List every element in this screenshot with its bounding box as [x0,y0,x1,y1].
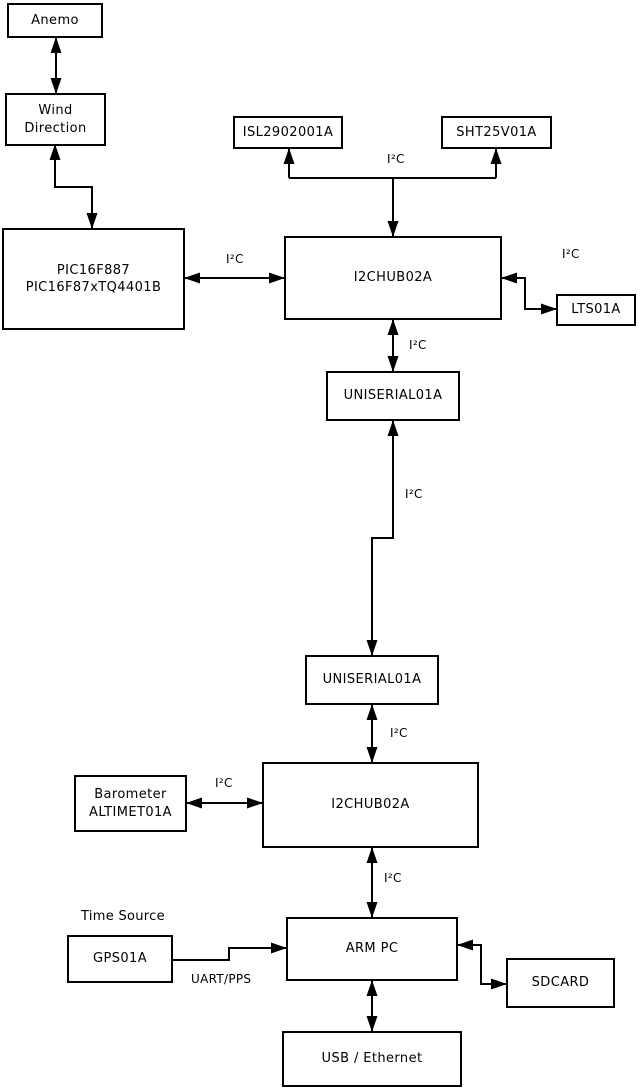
node-label: GPS01A [92,951,147,967]
node-label: SHT25V01A [456,124,537,140]
node-label: ISL2902001A [242,124,334,140]
node-label: Barometer [94,787,167,803]
node-sdcard: SDCARD [506,958,615,1008]
node-arm-pc: ARM PC [286,917,458,981]
edge-uniserial1-uniserial2 [366,420,399,656]
node-isl-sensor: ISL2902001A [233,116,343,149]
node-sht-sensor: SHT25V01A [441,116,552,149]
label-i2c-hub1-lts: I²C [562,247,580,261]
label-i2c-hub1-uniserial1: I²C [409,338,427,352]
node-label: Anemo [31,12,79,28]
node-gps: GPS01A [67,935,173,983]
node-lts-sensor: LTS01A [556,294,636,326]
node-label: PIC16F887 [56,262,131,278]
node-label: Direction [24,120,87,136]
label-i2c-pic-hub1: I²C [226,252,244,266]
edge-gps-armpc [173,942,287,961]
node-label: PIC16F87xTQ4401B [25,280,162,295]
node-label: SDCARD [531,975,590,991]
node-label: Wind [38,103,73,119]
node-uniserial-bottom: UNISERIAL01A [305,655,439,705]
label-i2c-uniserial2-hub2: I²C [390,726,408,740]
node-label: UNISERIAL01A [322,672,422,688]
node-i2c-hub-bottom: I2CHUB02A [262,762,479,848]
label-i2c-hub2-armpc: I²C [384,871,402,885]
node-label: ARM PC [345,941,399,957]
node-label: UNISERIAL01A [343,388,443,404]
node-label: I2CHUB02A [353,270,433,286]
label-i2c-barometer-hub2: I²C [215,776,233,790]
label-i2c-uniserial1-uniserial2: I²C [405,487,423,501]
edge-wind-pic [49,144,98,229]
edge-hub1-lts [501,272,557,315]
node-label: I2CHUB02A [331,797,410,813]
node-label: ALTIMET01A [89,804,172,820]
node-i2c-hub-top: I2CHUB02A [284,236,502,320]
node-pic-mcu: PIC16F887 PIC16F87xTQ4401B [2,228,185,330]
edge-armpc-sdcard [457,939,507,990]
node-barometer: Barometer ALTIMET01A [74,775,187,832]
label-i2c-branch: I²C [387,152,405,166]
node-usb-ethernet: USB / Ethernet [282,1031,462,1087]
node-anemo: Anemo [7,3,103,38]
label-uart-pps: UART/PPS [191,972,252,986]
node-label: LTS01A [571,302,621,318]
node-label: USB / Ethernet [321,1051,423,1067]
label-time-source: Time Source [81,909,165,924]
node-uniserial-top: UNISERIAL01A [326,371,460,421]
node-wind-direction: Wind Direction [5,93,106,146]
